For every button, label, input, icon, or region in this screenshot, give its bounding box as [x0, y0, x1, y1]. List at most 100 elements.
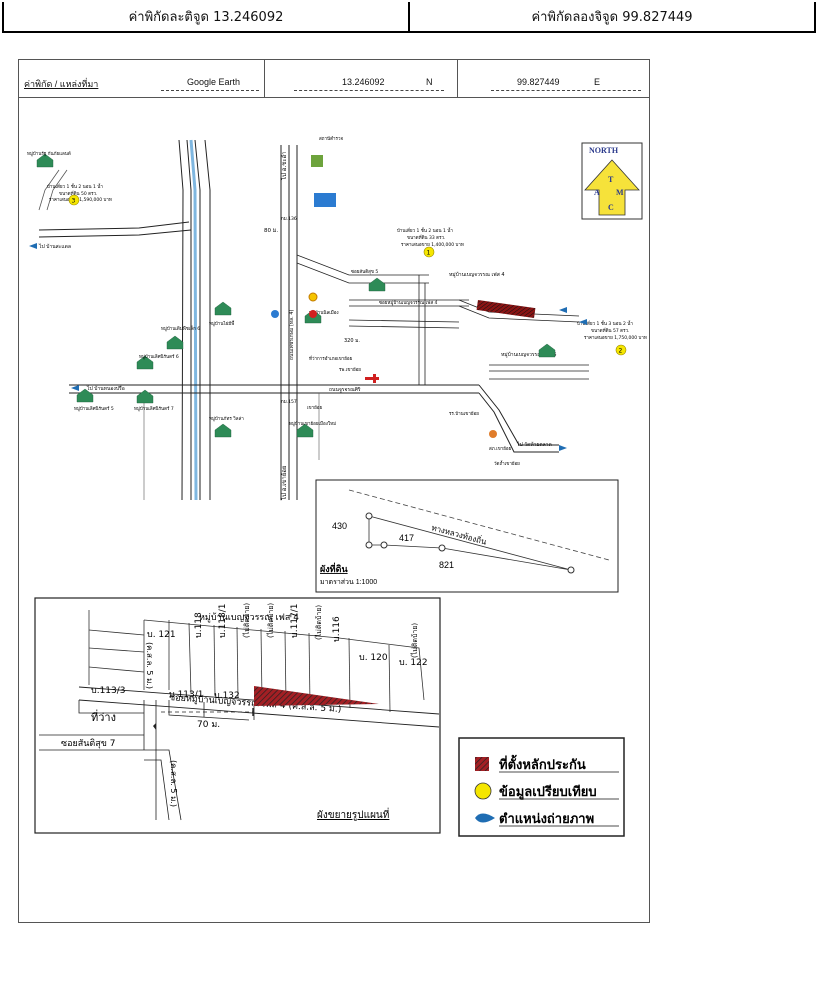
svg-text:A: A — [594, 188, 600, 197]
svg-text:หมู่บ้านเลิศนิรันดร์ 7: หมู่บ้านเลิศนิรันดร์ 7 — [134, 405, 174, 412]
longitude-cell: ค่าพิกัดลองจิจูด 99.827449 — [531, 10, 693, 25]
coordinate-table: ค่าพิกัดละติจูด 13.246092 ค่าพิกัดลองจิจ… — [2, 2, 816, 33]
svg-text:(ไม่ติดบ้าย): (ไม่ติดบ้าย) — [314, 605, 323, 640]
svg-text:T: T — [608, 175, 614, 184]
svg-text:บ. 121: บ. 121 — [147, 630, 176, 640]
svg-text:ขนาดที่ดิน 50 ตรว.: ขนาดที่ดิน 50 ตรว. — [59, 190, 97, 197]
longitude-direction: E — [594, 77, 601, 87]
highway-left — [178, 139, 211, 501]
parcel-821: 821 — [439, 560, 454, 570]
svg-text:บ้านเดี่ยว 1 ชั้น 3 นอน 2 น้ำ: บ้านเดี่ยว 1 ชั้น 3 นอน 2 น้ำ — [577, 320, 633, 327]
svg-text:เขาย้อย: เขาย้อย — [307, 405, 322, 411]
dist-320: 320 ม. — [344, 338, 360, 344]
collateral-icon — [475, 757, 489, 771]
svg-text:ถนนเพชรเกษม (ทล. 4): ถนนเพชรเกษม (ทล. 4) — [289, 309, 295, 360]
to-wat-talad: ไป วัดท้ายตลาด — [516, 441, 552, 448]
plot-title: ผังที่ดิน — [320, 562, 348, 574]
svg-text:ขนาดที่ดิน 57 ตรว.: ขนาดที่ดิน 57 ตรว. — [591, 327, 629, 334]
svg-text:บ.116: บ.116 — [332, 616, 342, 642]
village-icons — [36, 153, 556, 438]
highway-center: ไป อ.ชะอำ ถนนเพชรเกษม (ทล. 4) ไป อ.เขาย้… — [280, 145, 298, 501]
svg-text:บ. 120: บ. 120 — [359, 653, 388, 663]
police: สภ.เขาย้อย — [489, 446, 512, 452]
legend-comparison: ข้อมูลเปรียบเทียบ — [499, 784, 597, 800]
svg-text:3: 3 — [72, 198, 76, 205]
svg-text:บ.117/1: บ.117/1 — [290, 603, 300, 638]
comparison-markers: 3 1 2 — [68, 194, 627, 356]
source-label: ค่าพิกัด / แหล่งที่มา — [24, 79, 99, 89]
legend-photo: ตำแหน่งถ่ายภาพ — [499, 811, 594, 827]
latitude-value: 13.246092 — [342, 77, 385, 87]
vacant-lot: ที่ว่าง — [91, 709, 116, 724]
to-ban-salao: ไป บ้านสะแดล — [38, 243, 71, 250]
enlarged-village: หมู่บ้านเบญจวรรณ เฟส 4 — [199, 612, 299, 623]
collateral-area — [254, 686, 379, 706]
svg-text:(ค.ส.ล. 5 ม.): (ค.ส.ล. 5 ม.) — [145, 642, 154, 689]
soi-santisuk7: ซอยสันติสุข 7 — [61, 738, 116, 749]
svg-text:หมู่บ้านนิลเมือง: หมู่บ้านนิลเมือง — [309, 309, 339, 316]
longitude-value: 99.827449 — [517, 77, 560, 87]
svg-text:หมู่บ้านเดิมพืชเล็ก 6: หมู่บ้านเดิมพืชเล็ก 6 — [161, 324, 200, 332]
source-value: Google Earth — [187, 77, 241, 87]
svg-text:หมู่บ้านเลิศนิรันดร์ 5: หมู่บ้านเลิศนิรันดร์ 5 — [74, 405, 114, 412]
lot-113-3: บ.113/3 — [91, 686, 126, 696]
main-map: ไป อ.ชะอำ ถนนเพชรเกษม (ทล. 4) ไป อ.เขาย้… — [27, 135, 647, 501]
hospital: รพ.เขาย้อย — [339, 367, 361, 373]
svg-text:บ.118: บ.118 — [194, 612, 204, 638]
svg-text:บ้านเดี่ยว 1 ชั้น 2 นอน 1 น้ำ: บ้านเดี่ยว 1 ชั้น 2 นอน 1 น้ำ — [397, 227, 453, 234]
lot-113-1: บ.113/1 — [169, 690, 204, 700]
svg-text:(ไม่ติดบ้าย): (ไม่ติดบ้าย) — [410, 623, 419, 658]
parcel-430: 430 — [332, 521, 347, 531]
svg-text:(ไม่ติดบ้าย): (ไม่ติดบ้าย) — [242, 603, 251, 638]
soi-santisuk: ซอยสันติสุข 5 — [351, 269, 378, 275]
svg-text:หมู่บ้านไผ่มีพื้: หมู่บ้านไผ่มีพื้ — [209, 320, 235, 327]
latitude-cell: ค่าพิกัดละติจูด 13.246092 — [4, 2, 410, 31]
plot-scale: มาตราส่วน 1:1000 — [320, 579, 377, 586]
svg-text:C: C — [608, 203, 614, 212]
station-marker — [311, 155, 323, 167]
comparison-marker-1 — [423, 246, 435, 258]
svg-text:บ.118/1: บ.118/1 — [218, 603, 228, 638]
highway-top-label: ไป อ.ชะอำ — [280, 151, 288, 181]
legend: ที่ตั้งหลักประกัน ข้อมูลเปรียบเทียบ ตำแห… — [458, 737, 625, 837]
svg-text:2: 2 — [619, 348, 623, 355]
latitude-direction: N — [426, 77, 433, 87]
soi-phase4-label: ซอยหมู่บ้านเบญจวรรณ เฟส 4 — [379, 300, 438, 306]
lot-132: บ.132 — [214, 691, 240, 701]
svg-text:บ. 122: บ. 122 — [399, 658, 428, 668]
map-document: ค่าพิกัด / แหล่งที่มา Google Earth 13.24… — [18, 59, 650, 923]
svg-text:บ้านเดี่ยว 1 ชั้น 2 นอน 1 น้ำ: บ้านเดี่ยว 1 ชั้น 2 นอน 1 น้ำ — [47, 183, 103, 190]
compass: NORTH T A M C — [581, 142, 643, 220]
svg-text:ราคาเสนอขาย 1,590,000 บาท: ราคาเสนอขาย 1,590,000 บาท — [49, 197, 112, 203]
svg-text:ขนาดที่ดิน 33 ตรว.: ขนาดที่ดิน 33 ตรว. — [407, 234, 445, 241]
school: รร.บ้านเขาย้อย — [449, 411, 479, 417]
temple: วัดถ้ำเขาย้อย — [494, 460, 520, 467]
village-phase4-label: หมู่บ้านเบญจวรรณ เฟส 4 — [449, 271, 505, 278]
compass-north: NORTH — [589, 146, 619, 155]
svg-text:ราคาเสนอขาย 1,750,000 บาท: ราคาเสนอขาย 1,750,000 บาท — [584, 335, 647, 341]
enlarged-distance: 70 ม. — [197, 720, 220, 730]
svg-text:หมู่บ้านเลิศนิรันดร์ 6: หมู่บ้านเลิศนิรันดร์ 6 — [139, 353, 179, 360]
km-136: กม.136 — [281, 216, 297, 222]
location-map: ไป อ.ชะอำ ถนนเพชรเกษม (ทล. 4) ไป อ.เขาย้… — [27, 135, 647, 837]
comparison-marker-3 — [68, 194, 80, 206]
enlarged-map-title: ผังขยายรูปแผนที่ — [317, 807, 389, 821]
village-top-left: หมู่บ้านรัฐ กันภัยแลนด์ — [27, 150, 71, 157]
svg-text:หมู่บ้านภัทร วิลล่า: หมู่บ้านภัทร วิลล่า — [209, 416, 244, 422]
legend-collateral: ที่ตั้งหลักประกัน — [499, 754, 586, 773]
km-157: กม.157 — [281, 399, 297, 405]
comparison-icon — [474, 782, 492, 800]
svg-text:ราคาเสนอขาย 1,400,000 บาท: ราคาเสนอขาย 1,400,000 บาท — [401, 242, 464, 248]
highway-bottom-label: ไป อ.เขาย้อย — [280, 466, 288, 501]
village-phase5-label: หมู่บ้านเบญจวรรณ เฟส 5 — [501, 351, 557, 358]
to-ban-nong-prue: ไป บ้านหนองปรือ — [86, 385, 125, 392]
photo-icon — [475, 813, 495, 823]
svg-text:M: M — [616, 188, 624, 197]
comparison-marker-2 — [615, 344, 627, 356]
parcel-417: 417 — [399, 533, 414, 543]
police-station: สถานีตำรวจ — [319, 135, 343, 142]
enlarged-map: หมู่บ้านเบญจวรรณ เฟส 4 — [34, 597, 441, 834]
svg-text:(ไม่ติดบ้าย): (ไม่ติดบ้าย) — [266, 603, 275, 638]
dist-80: 80 ม. — [264, 228, 278, 234]
district-office: ที่ว่าการอำเภอเขาย้อย — [309, 355, 353, 362]
